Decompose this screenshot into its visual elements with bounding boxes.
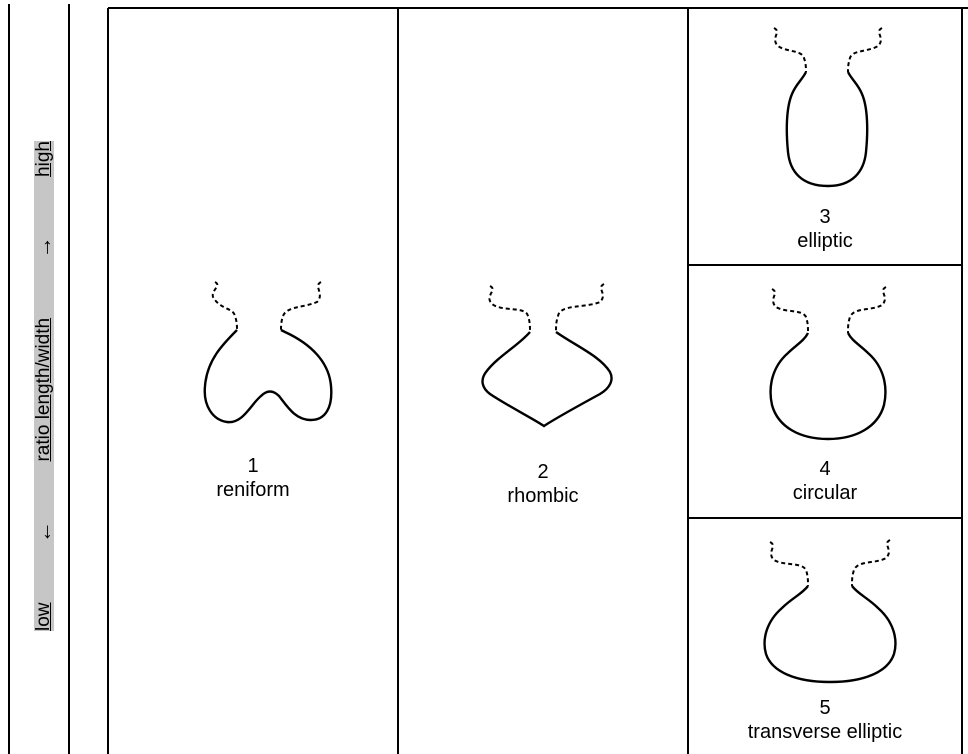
rhombic-shape-icon [474,276,624,436]
transverse-elliptic-shape-icon [754,532,904,692]
shape-number-1: 1 [108,454,398,478]
shape-name-elliptic: elliptic [688,229,962,253]
shape-name-rhombic: rhombic [398,484,688,508]
axis-low-label: low [33,602,55,631]
arrow-high-icon: → [31,236,57,258]
shape-number-5: 5 [688,696,962,720]
elliptic-shape-icon [762,22,892,194]
shape-number-3: 3 [688,205,962,229]
cell-reniform: 1 reniform [108,8,398,754]
shape-number-2: 2 [398,460,688,484]
axis-high-label: high [33,141,55,177]
axis-ratio-label: ratio length/width [33,318,55,462]
axis-label-group: low ← ratio length/width → high [32,141,56,631]
axis-strip: low ← ratio length/width → high [8,4,70,754]
shape-table: 1 reniform 2 rhombic 3 ellipti [96,4,968,754]
shape-name-transverse-elliptic: transverse elliptic [688,720,962,744]
shape-number-4: 4 [688,457,962,481]
cell-elliptic: 3 elliptic [688,8,962,265]
shape-name-circular: circular [688,481,962,505]
reniform-shape-icon [193,276,343,436]
cell-rhombic: 2 rhombic [398,8,688,754]
cell-transverse-elliptic: 5 transverse elliptic [688,518,962,754]
circular-shape-icon [758,279,898,447]
arrow-low-icon: ← [31,521,57,543]
shape-name-reniform: reniform [108,478,398,502]
cell-circular: 4 circular [688,265,962,518]
